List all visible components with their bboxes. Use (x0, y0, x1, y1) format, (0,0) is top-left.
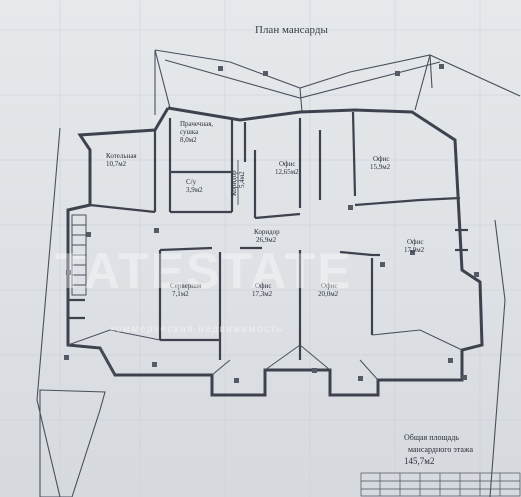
room-area: 7,1м2 (172, 290, 189, 298)
room-name: Серверная (170, 282, 202, 290)
plan-title: План мансарды (255, 24, 328, 36)
room-area: 17,3м2 (252, 290, 273, 298)
room-area: 26,9м2 (256, 236, 277, 244)
outer-walls (66, 106, 484, 397)
room-name: С/у (186, 178, 197, 186)
room-name: Офис (321, 282, 338, 290)
title-block-stamp (360, 472, 521, 497)
stair-shaft (71, 214, 87, 296)
total-area-value: 145,7м2 (404, 456, 435, 466)
room-name: Офис (373, 155, 390, 163)
room-label-corridor-main: Коридор 26,9м2 (254, 228, 280, 244)
room-name: Коридор (254, 228, 280, 236)
watermark-tagline: коммерческая недвижимость (110, 324, 284, 335)
room-label-laundry: Прачечная, сушка 8,0м2 (180, 120, 213, 144)
room-area: 10,7м2 (106, 160, 127, 168)
room-name: Офис (279, 160, 296, 168)
total-area-caption-line2: мансардного этажа (408, 445, 474, 454)
room-area: 5,4м2 (238, 171, 246, 188)
room-label-server: Серверная 7,1м2 (170, 282, 201, 298)
room-area: 15,9м2 (370, 163, 391, 171)
room-area: 17,9м2 (404, 246, 425, 254)
room-area: 12,65м2 (275, 168, 299, 176)
room-area: 3,9м2 (186, 186, 203, 194)
room-label-office-5: Офис 20,0м2 (318, 282, 338, 298)
room-area: 8,0м2 (180, 136, 197, 144)
room-label-office-2: Офис 15,9м2 (370, 155, 390, 171)
room-name-line1: Прачечная, (180, 120, 214, 128)
room-name-line2: сушка (180, 128, 199, 136)
room-label-office-4: Офис 17,3м2 (252, 282, 272, 298)
room-name: Офис (255, 282, 272, 290)
room-label-office-3: Офис 17,9м2 (404, 238, 424, 254)
column-posts (64, 64, 479, 383)
room-area: 20,0м2 (318, 290, 339, 298)
room-name: Котельная (106, 152, 137, 160)
watermark-brand: TATESTATE (55, 243, 353, 299)
room-label-wc: С/у 3,9м2 (186, 178, 203, 194)
roof-outline (36, 49, 521, 497)
room-label-boiler: Котельная 10,7м2 (106, 152, 137, 168)
room-name: Офис (407, 238, 424, 246)
room-label-office-1: Офис 12,65м2 (275, 160, 299, 176)
roof-hip-lines (67, 329, 463, 381)
interior-walls (68, 111, 468, 360)
room-label-corridor-small: Коридор 5,4м2 (230, 170, 246, 196)
total-area-caption-line1: Общая площадь (404, 433, 459, 442)
room-name: Коридор (230, 170, 238, 196)
